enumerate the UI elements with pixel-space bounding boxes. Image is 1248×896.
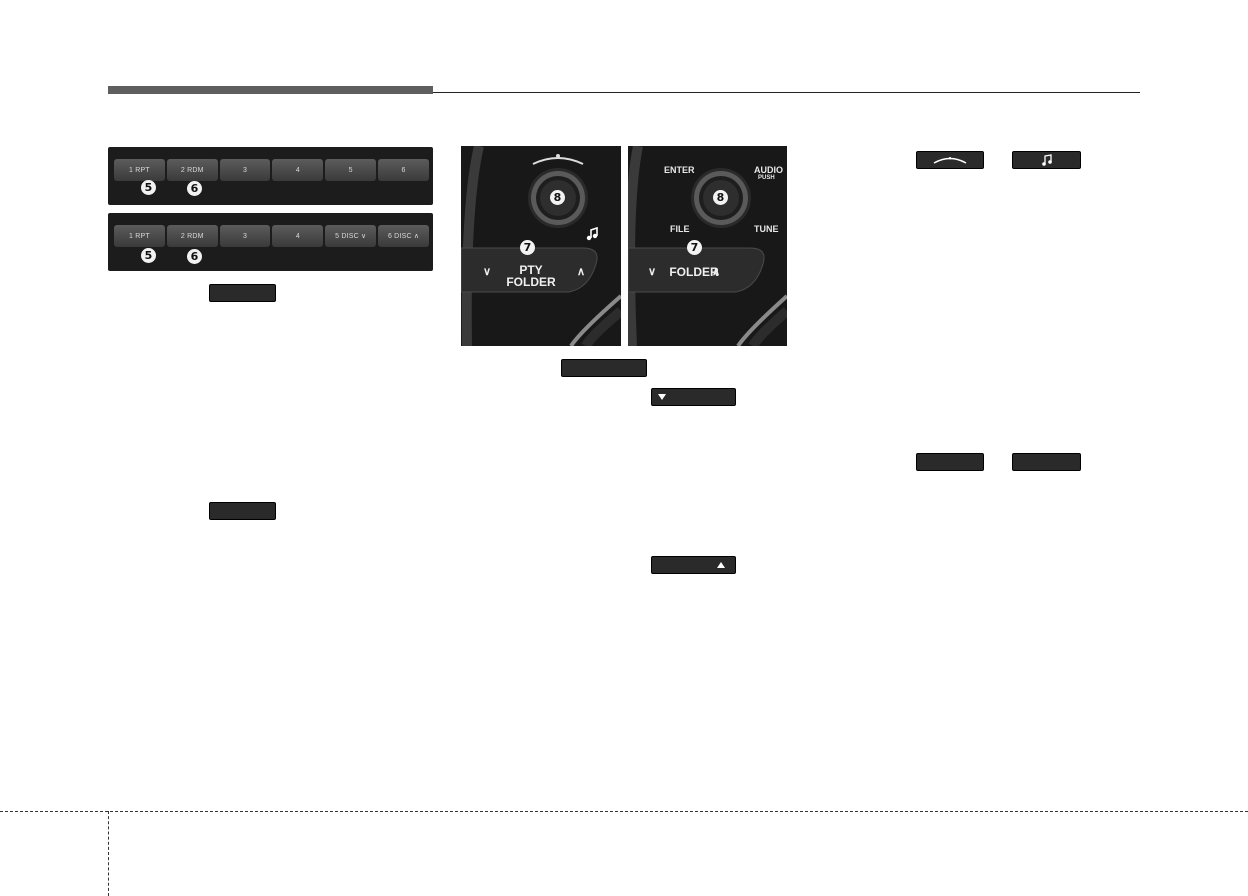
triangle-down-icon (658, 394, 666, 400)
pty-label: PTY (519, 263, 543, 277)
tune-label: TUNE (754, 224, 779, 234)
key-icon-box (1012, 453, 1081, 471)
preset-button-4: 4 (272, 159, 324, 181)
preset-strip-top: 1 RPT 2 RDM 3 4 5 6 5 6 (108, 147, 433, 205)
music-key (1012, 151, 1081, 169)
callout-6: 6 (187, 249, 202, 264)
callout-7-button: 7 (520, 240, 535, 255)
chevron-down-icon: ∨ (483, 266, 492, 278)
callout-5: 5 (141, 180, 156, 195)
preset-button-2: 2 RDM (166, 225, 218, 247)
preset-button-6: 6 (378, 159, 429, 181)
callout-5: 5 (141, 248, 156, 263)
preset-button-6-disc-up: 6 DISC ∧ (378, 225, 429, 247)
folder-down-key (651, 388, 736, 406)
callout-8-knob: 8 (550, 190, 565, 205)
chevron-up-icon: ∧ (712, 266, 721, 278)
push-label: PUSH (758, 175, 775, 181)
control-panel-photo-left: 8 7 PTY FOLDER ∨ ∧ (461, 146, 621, 346)
preset-strip-bottom: 1 RPT 2 RDM 3 4 5 DISC ∨ 6 DISC ∧ 5 6 (108, 213, 433, 271)
callout-7-button: 7 (687, 240, 702, 255)
footer-dashed-rule (0, 811, 1248, 812)
footer-dashed-divider (108, 811, 109, 896)
preset-button-2: 2 RDM (166, 159, 218, 181)
control-panel-photo-right: ENTER AUDIO PUSH FILE TUNE 8 7 ∨ FOLDER … (628, 146, 787, 346)
seek-arc-icon (933, 157, 967, 164)
music-note-icon (1041, 154, 1052, 166)
audio-label: AUDIO (754, 165, 783, 175)
key-icon-box (209, 284, 276, 302)
preset-button-1: 1 RPT (114, 159, 165, 181)
chevron-down-icon: ∨ (648, 266, 657, 278)
preset-button-3: 3 (219, 159, 271, 181)
folder-button-label: FOLDER (669, 265, 719, 279)
preset-button-4: 4 (272, 225, 324, 247)
callout-8-knob: 8 (713, 190, 728, 205)
folder-up-key (651, 556, 736, 574)
enter-label: ENTER (664, 165, 695, 175)
preset-button-5-disc-down: 5 DISC ∨ (325, 225, 377, 247)
seek-arc-key (916, 151, 984, 169)
folder-label: FOLDER (506, 275, 556, 289)
header-rule (433, 92, 1140, 93)
file-label: FILE (670, 224, 690, 234)
key-icon-box (209, 502, 276, 520)
pty-folder-button: PTY FOLDER (481, 264, 581, 288)
chevron-up-icon: ∧ (577, 266, 586, 278)
key-icon-box (916, 453, 984, 471)
triangle-up-icon (717, 562, 725, 568)
callout-6: 6 (187, 181, 202, 196)
preset-button-3: 3 (219, 225, 271, 247)
preset-button-5: 5 (325, 159, 377, 181)
preset-button-1: 1 RPT (114, 225, 165, 247)
header-bar (108, 86, 433, 94)
key-icon-box (561, 359, 647, 377)
